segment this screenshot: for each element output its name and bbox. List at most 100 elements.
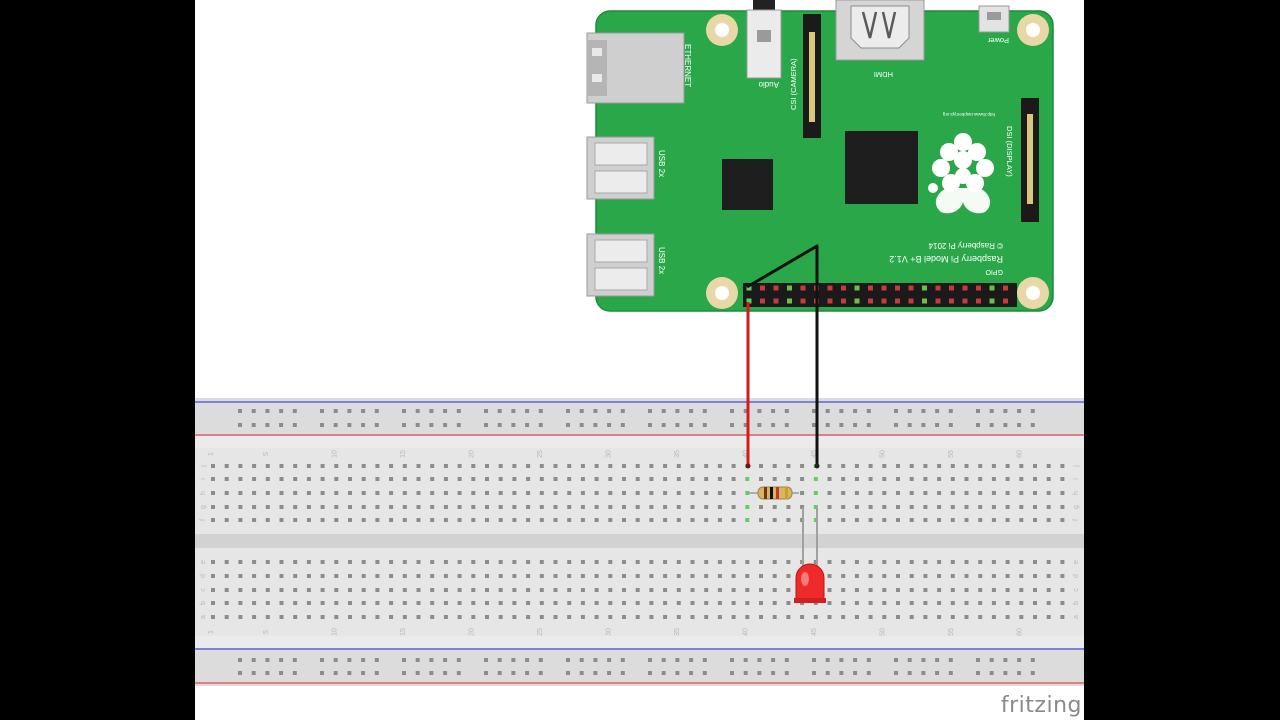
breadboard-hole [786, 477, 791, 481]
breadboard-hole [676, 601, 681, 605]
breadboard-hole [238, 464, 243, 468]
breadboard-hole [923, 518, 928, 522]
breadboard-hole [731, 588, 736, 592]
breadboard-hole [759, 601, 763, 605]
breadboard-hole [279, 477, 284, 481]
breadboard-hole [471, 560, 476, 564]
breadboard-hole [320, 464, 325, 468]
breadboard-hole [635, 477, 640, 481]
breadboard-hole [731, 601, 736, 605]
breadboard-hole [717, 615, 722, 619]
breadboard-hole [1060, 601, 1065, 605]
gpio-pin [895, 285, 900, 291]
breadboard-hole [827, 505, 832, 509]
breadboard-hole [759, 615, 763, 619]
breadboard-hole [539, 588, 544, 592]
breadboard-hole [663, 491, 668, 495]
breadboard-hole [539, 560, 544, 564]
breadboard-hole [717, 560, 722, 564]
breadboard-hole [224, 477, 229, 481]
column-number: 40 [742, 450, 749, 458]
breadboard-hole [498, 477, 503, 481]
breadboard-hole [882, 477, 887, 481]
soc-chip [845, 131, 918, 204]
breadboard-hole [485, 518, 489, 522]
breadboard-hole [841, 518, 846, 522]
breadboard-hole [443, 615, 448, 619]
breadboard-hole [622, 491, 626, 495]
breadboard-hole [690, 491, 695, 495]
breadboard-hole [1033, 588, 1037, 592]
breadboard-hole [375, 518, 380, 522]
breadboard-hole [224, 505, 229, 509]
breadboard-hole [525, 658, 530, 662]
breadboard-hole [771, 671, 776, 675]
breadboard-hole [320, 518, 325, 522]
gpio-pin [800, 298, 806, 304]
breadboard-hole [868, 518, 873, 522]
breadboard-hole [978, 560, 983, 564]
label-usb-bottom: USB 2x [657, 247, 666, 274]
breadboard-hole [443, 601, 448, 605]
breadboard-hole [853, 409, 858, 413]
gpio-pin [949, 285, 954, 291]
breadboard-hole [978, 477, 983, 481]
breadboard-hole [896, 518, 900, 522]
row-letter: i [200, 478, 207, 480]
breadboard-hole [937, 615, 942, 619]
breadboard-hole [526, 477, 531, 481]
breadboard-hole [361, 477, 366, 481]
breadboard-hole [759, 464, 763, 468]
gpio-pin [922, 285, 927, 291]
breadboard-hole [937, 601, 942, 605]
breadboard-hole [306, 491, 311, 495]
breadboard-hole [415, 671, 420, 675]
breadboard-hole [238, 477, 243, 481]
breadboard-holes [211, 409, 1065, 675]
label-hdmi: HDMI [874, 70, 893, 79]
breadboard-hole [622, 601, 626, 605]
breadboard-hole [991, 477, 996, 481]
breadboard-hole [868, 464, 873, 468]
breadboard-hole [415, 658, 420, 662]
row-letter: b [1073, 601, 1080, 605]
breadboard-hole [512, 464, 517, 468]
breadboard-hole [334, 588, 339, 592]
breadboard-hole [607, 658, 612, 662]
breadboard-hole [265, 518, 270, 522]
breadboard-hole [238, 560, 243, 564]
breadboard-hole [1019, 477, 1024, 481]
breadboard-hole [841, 464, 846, 468]
breadboard-hole [334, 560, 339, 564]
breadboard-hole [839, 423, 844, 427]
breadboard-hole [580, 574, 585, 578]
breadboard-hole [608, 601, 613, 605]
breadboard-hole [457, 588, 462, 592]
breadboard-hole [279, 588, 284, 592]
breadboard-hole [978, 601, 983, 605]
breadboard-hole [402, 518, 407, 522]
breadboard-hole [896, 491, 900, 495]
breadboard-hole [293, 505, 298, 509]
breadboard-hole [909, 464, 914, 468]
column-number: 35 [674, 628, 681, 636]
breadboard-hole [526, 615, 531, 619]
breadboard-hole [348, 477, 352, 481]
breadboard-hole [854, 588, 859, 592]
breadboard-hole [978, 505, 983, 509]
breadboard-hole [224, 574, 229, 578]
breadboard-hole [443, 491, 448, 495]
breadboard-hole [1060, 464, 1065, 468]
breadboard-hole [416, 505, 421, 509]
breadboard-hole [937, 464, 942, 468]
breadboard-hole [265, 505, 270, 509]
gpio-pin [989, 298, 995, 304]
breadboard-hole [526, 505, 531, 509]
breadboard-hole [620, 671, 625, 675]
breadboard-hole [265, 491, 270, 495]
gpio-pin [854, 285, 860, 291]
breadboard-hole [429, 658, 434, 662]
breadboard-hole [238, 409, 242, 413]
breadboard-hole [731, 518, 736, 522]
breadboard-hole [935, 409, 940, 413]
